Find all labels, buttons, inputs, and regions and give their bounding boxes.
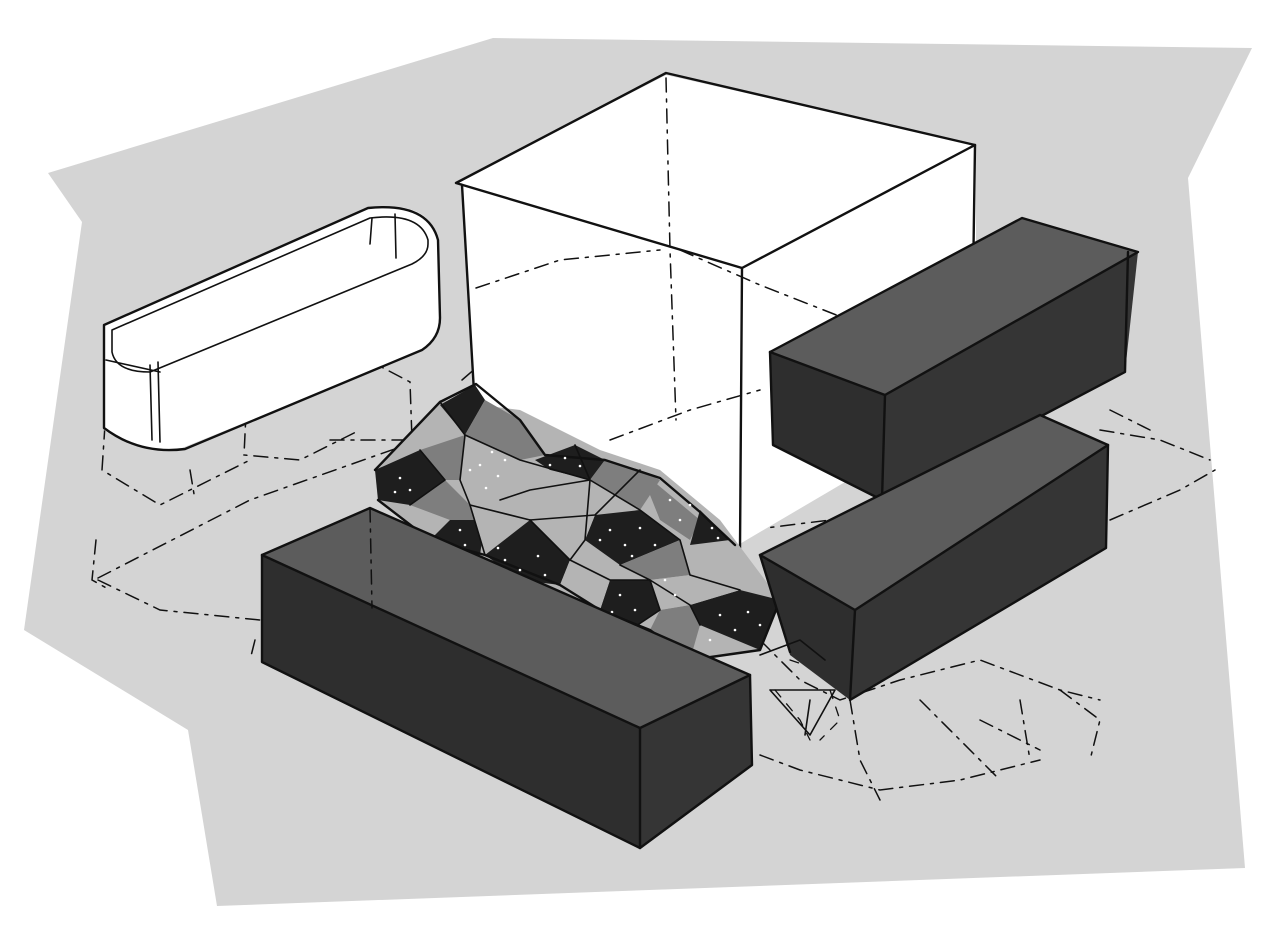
dark-block-front (260, 506, 754, 850)
dark-block-right-upper (768, 216, 1140, 502)
dark-block-right-lower (758, 413, 1110, 702)
wire-frame-accent (759, 639, 836, 736)
rounded-trough (102, 206, 442, 452)
faceted-mosaic-surface (373, 382, 782, 662)
